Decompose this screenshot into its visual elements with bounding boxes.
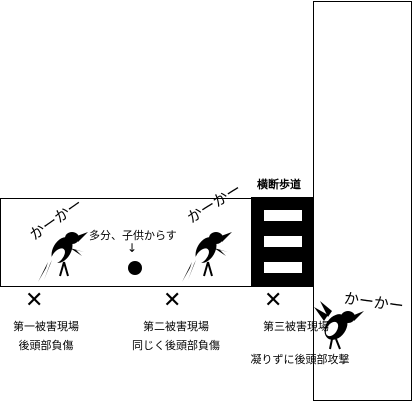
scene-1-detail: 後頭部負傷 (18, 339, 74, 352)
scene-2-detail: 同じく後頭部負傷 (132, 339, 220, 352)
scene-1-title: 第一被害現場 (13, 320, 79, 333)
crosswalk-label: 横断歩道 (257, 178, 301, 191)
scene-3-detail: 凝りずに後頭部攻撃 (250, 353, 350, 366)
child-crow-note: 多分、子供からす (89, 229, 177, 242)
scene-3-title: 第三被害現場 (263, 320, 329, 333)
scene-2-title: 第二被害現場 (143, 320, 209, 333)
cross-mark-1: ✕ (25, 288, 44, 313)
vertical-road (313, 1, 412, 401)
crow-icon (182, 232, 232, 282)
crow-icon (38, 232, 88, 282)
down-arrow-icon: ↓ (127, 241, 138, 255)
crosswalk (251, 197, 313, 287)
child-crow-dot (128, 261, 142, 275)
cross-mark-3: ✕ (264, 288, 283, 313)
crow-icon (314, 301, 364, 350)
cross-mark-2: ✕ (163, 288, 182, 313)
